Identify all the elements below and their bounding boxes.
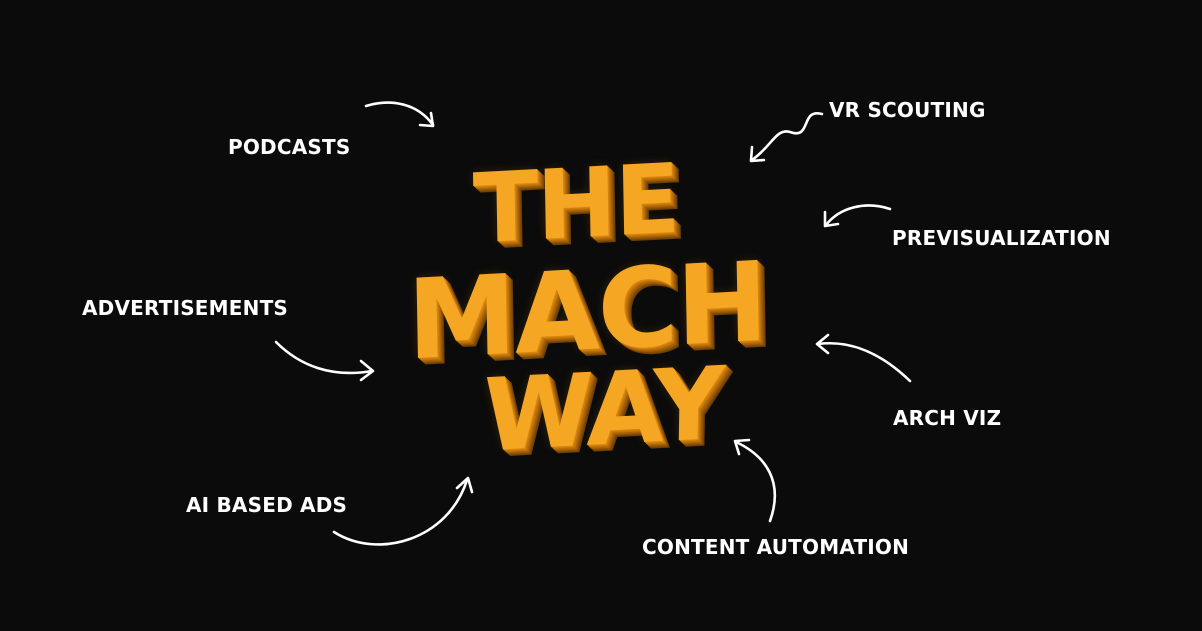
arrow-ai-based-ads-line — [332, 478, 469, 546]
arrow-vr-scouting-line — [750, 112, 824, 162]
arrow-arch-viz-line — [816, 342, 912, 383]
arrow-content-automation-line — [734, 440, 777, 523]
arrow-podcasts-line — [364, 101, 435, 127]
label-previsualization: PREVISUALIZATION — [892, 226, 1111, 250]
arrow-arch-viz-head — [815, 333, 830, 355]
arrow-advertisements-line — [274, 340, 374, 375]
label-ai-based-ads: AI BASED ADS — [186, 493, 348, 517]
label-content-automation: CONTENT AUTOMATION — [642, 535, 910, 559]
arrow-ai-based-ads-head — [455, 476, 474, 494]
label-arch-viz: ARCH VIZ — [893, 406, 1002, 430]
label-podcasts: PODCASTS — [228, 135, 351, 159]
label-vr-scouting: VR SCOUTING — [829, 98, 986, 122]
arrow-ai-based-ads — [332, 476, 474, 546]
arrow-previsualization-head — [823, 210, 840, 228]
arrow-advertisements-head — [359, 359, 375, 382]
arrow-content-automation — [733, 438, 777, 523]
arrow-vr-scouting-head — [749, 145, 766, 163]
label-advertisements: ADVERTISEMENTS — [82, 296, 289, 320]
arrow-podcasts-head — [418, 111, 435, 128]
arrow-arch-viz — [815, 333, 912, 383]
arrow-previsualization — [823, 204, 892, 228]
arrow-advertisements — [274, 340, 375, 382]
arrow-previsualization-line — [824, 204, 892, 227]
arrow-podcasts — [364, 101, 435, 128]
arrow-content-automation-head — [733, 438, 751, 456]
arrow-vr-scouting — [749, 112, 824, 163]
